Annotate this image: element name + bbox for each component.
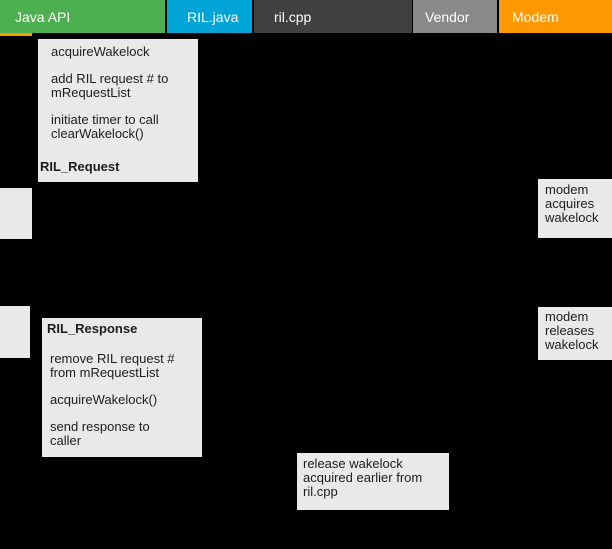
note-title-ril-request: RIL_Request — [40, 159, 120, 174]
lane-header-vendor: Vendor — [413, 0, 497, 33]
note-text-modem-acquires: modem acquires wakelock — [545, 182, 599, 225]
lane-label-java-api: Java API — [15, 8, 71, 25]
note-step-initiate-timer: initiate timer to call clearWakelock() — [51, 112, 159, 141]
note-text-release-wakelock: release wakelock acquired earlier from r… — [303, 456, 423, 499]
note-ril-request: acquireWakelock add RIL request # to mRe… — [38, 39, 198, 182]
lane-header-ril-java: RIL.java — [167, 0, 252, 33]
lane-header-java-api: Java API — [0, 0, 165, 33]
lane-label-ril-java: RIL.java — [187, 8, 239, 25]
note-step-send-response: send response to caller — [50, 419, 150, 448]
lane-header-modem: Modem — [499, 0, 612, 33]
note-stub-left-upper — [0, 188, 32, 239]
lane-label-ril-cpp: ril.cpp — [274, 8, 312, 25]
wakelock-held-indicator — [0, 33, 32, 36]
note-release-wakelock: release wakelock acquired earlier from r… — [297, 453, 449, 510]
note-title-ril-response: RIL_Response — [47, 321, 138, 336]
note-stub-left-lower — [0, 306, 30, 358]
lane-label-modem: Modem — [512, 8, 559, 25]
note-step-remove-request: remove RIL request # from mRequestList — [50, 351, 175, 380]
note-step-acquire-wakelock-call: acquireWakelock() — [50, 392, 158, 407]
note-step-add-request: add RIL request # to mRequestList — [51, 71, 169, 100]
note-step-acquire-wakelock: acquireWakelock — [51, 44, 150, 59]
note-ril-response: RIL_Response remove RIL request # from m… — [42, 318, 202, 457]
note-text-modem-releases: modem releases wakelock — [545, 309, 599, 352]
note-modem-acquires-wakelock: modem acquires wakelock — [538, 179, 612, 238]
lane-label-vendor: Vendor — [425, 8, 470, 25]
note-modem-releases-wakelock: modem releases wakelock — [538, 307, 612, 360]
lane-header-ril-cpp: ril.cpp — [254, 0, 412, 33]
